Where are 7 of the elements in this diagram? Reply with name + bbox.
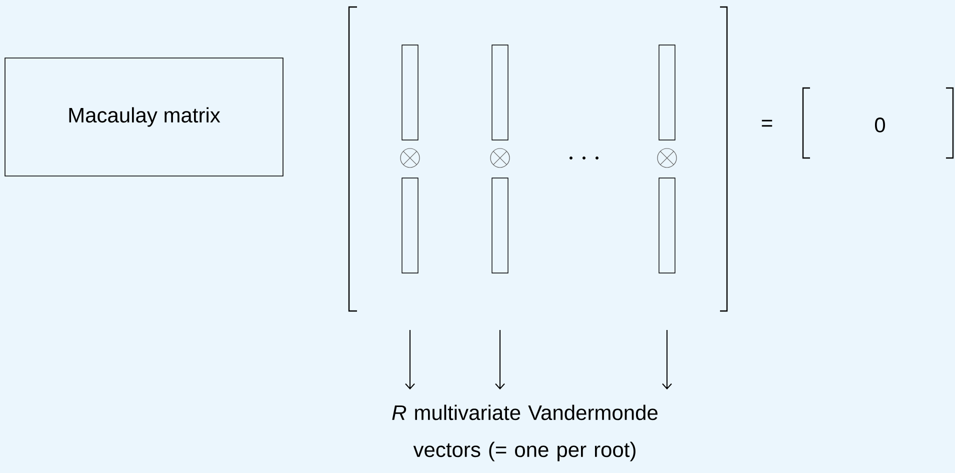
arrow: [495, 330, 505, 390]
caption-text: R multivariate Vandermonde vectors (= one per root): [392, 404, 658, 462]
arrow: [405, 330, 415, 390]
arrow: [662, 330, 672, 390]
equals-sign: =: [762, 120, 772, 127]
text-box: Macaulay matrix: [4, 58, 284, 176]
matrix-entry: 0: [874, 118, 886, 132]
